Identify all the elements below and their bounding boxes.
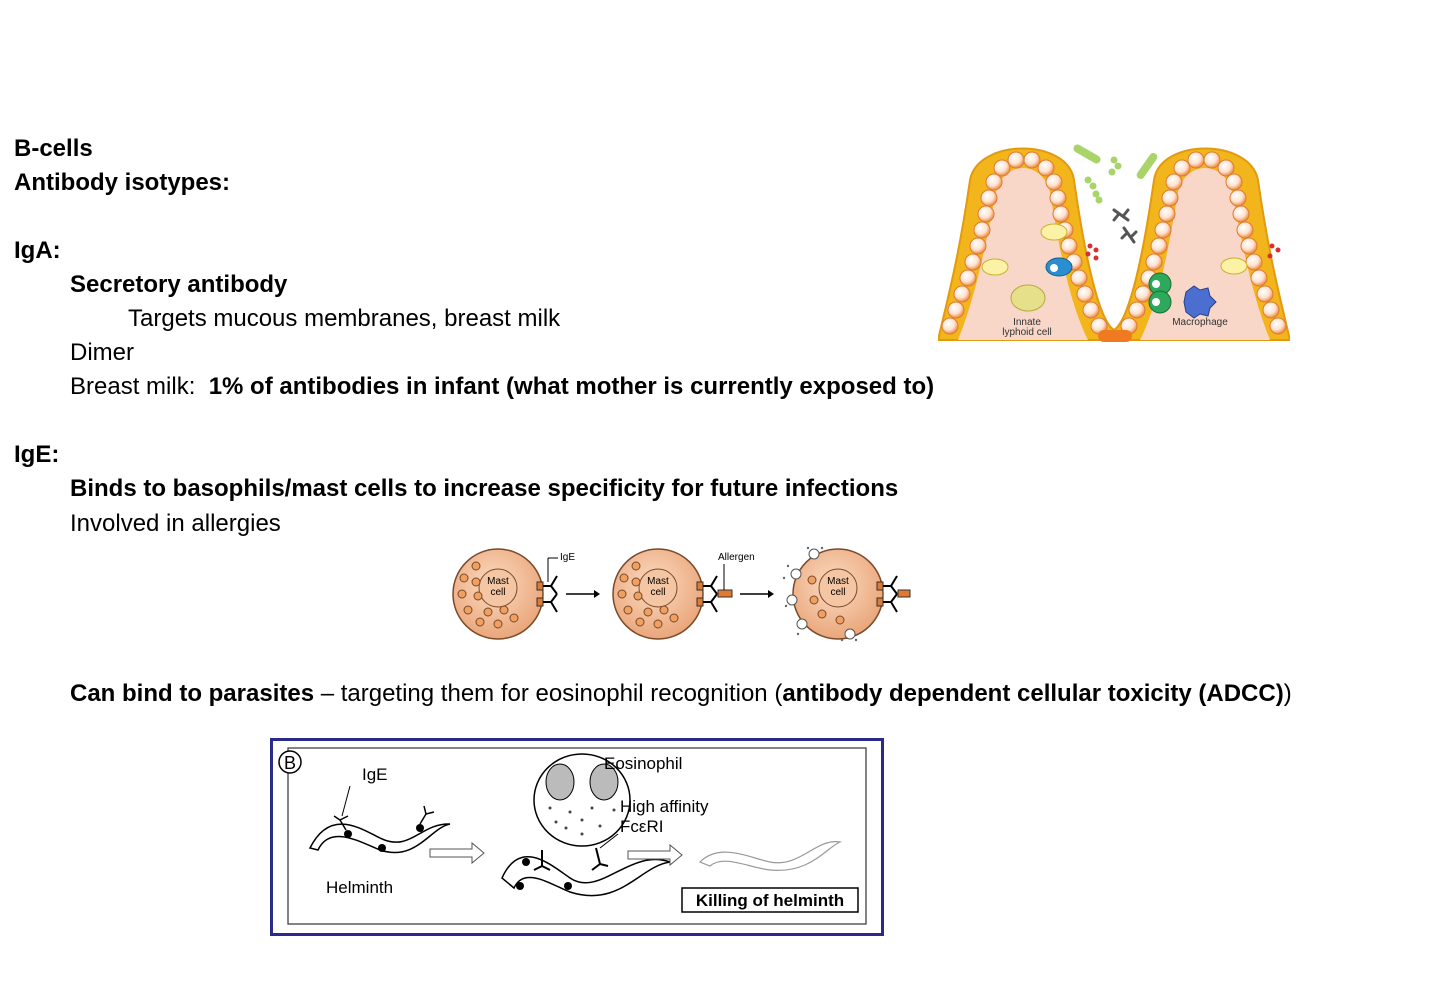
innate-label-2: lyphoid cell xyxy=(1002,327,1051,338)
macrophage-label: Macrophage xyxy=(1172,317,1228,328)
adcc-term: antibody dependent cellular toxicity (AD… xyxy=(782,680,1284,707)
helminth-ige-label: IgE xyxy=(362,765,388,784)
helminth-killed xyxy=(698,841,843,871)
section-subheading: Antibody isotypes: xyxy=(14,169,231,196)
eosinophil-cell xyxy=(533,753,631,847)
panel-letter: B xyxy=(284,753,296,773)
breast-milk-label: Breast milk: xyxy=(70,373,196,400)
iga-targets: Targets mucous membranes, breast milk xyxy=(128,305,561,332)
mast-cell-label-2b: cell xyxy=(650,587,665,598)
page-heading: B-cells xyxy=(14,135,93,162)
gut-villi-figure: Innate lyphoid cell Macrophage xyxy=(938,144,1290,342)
mast-cell-label-3a: Mast xyxy=(827,576,849,587)
mast-cell-2: Mast cell xyxy=(612,548,733,640)
ige-parasites: Can bind to parasites – targeting them f… xyxy=(70,679,1292,709)
receptor-label-2: FcεRI xyxy=(620,817,663,836)
mast-ige-label: IgE xyxy=(560,552,575,563)
helminth-label: Helminth xyxy=(326,878,393,897)
mast-allergen-label: Allergen xyxy=(718,552,755,563)
ige-binds: Binds to basophils/mast cells to increas… xyxy=(70,475,899,502)
receptor-label-1: High affinity xyxy=(620,797,709,816)
parasites-bold: Can bind to parasites xyxy=(70,680,315,707)
ige-allergies: Involved in allergies xyxy=(70,510,281,537)
innate-label-1: Innate xyxy=(1013,317,1041,328)
mast-cell-label-1a: Mast xyxy=(487,576,509,587)
mast-cell-3: Mast cell xyxy=(782,546,911,642)
mast-cell-figure: Mast cell IgE Mast cell Allergen Mast ce… xyxy=(452,546,911,642)
parasites-text: – targeting them for eosinophil recognit… xyxy=(314,680,783,707)
mast-cell-label-2a: Mast xyxy=(647,576,669,587)
mast-cell-1: Mast cell xyxy=(452,548,558,640)
helminth-figure: B IgE Helminth Eosinophil High affinity … xyxy=(270,738,884,936)
mast-cell-label-3b: cell xyxy=(830,587,845,598)
iga-breast-milk: Breast milk: 1% of antibodies in infant … xyxy=(70,372,934,402)
mast-cell-label-1b: cell xyxy=(490,587,505,598)
breast-milk-fact: 1% of antibodies in infant (what mother … xyxy=(208,373,935,400)
eosinophil-label: Eosinophil xyxy=(604,754,682,773)
parasites-close: ) xyxy=(1283,680,1292,707)
iga-label: IgA: xyxy=(14,237,61,264)
ige-label: IgE: xyxy=(14,441,60,468)
iga-secretory: Secretory antibody xyxy=(70,271,288,298)
helminth-left xyxy=(308,823,451,854)
iga-dimer: Dimer xyxy=(70,339,134,366)
killing-label: Killing of helminth xyxy=(696,891,844,910)
